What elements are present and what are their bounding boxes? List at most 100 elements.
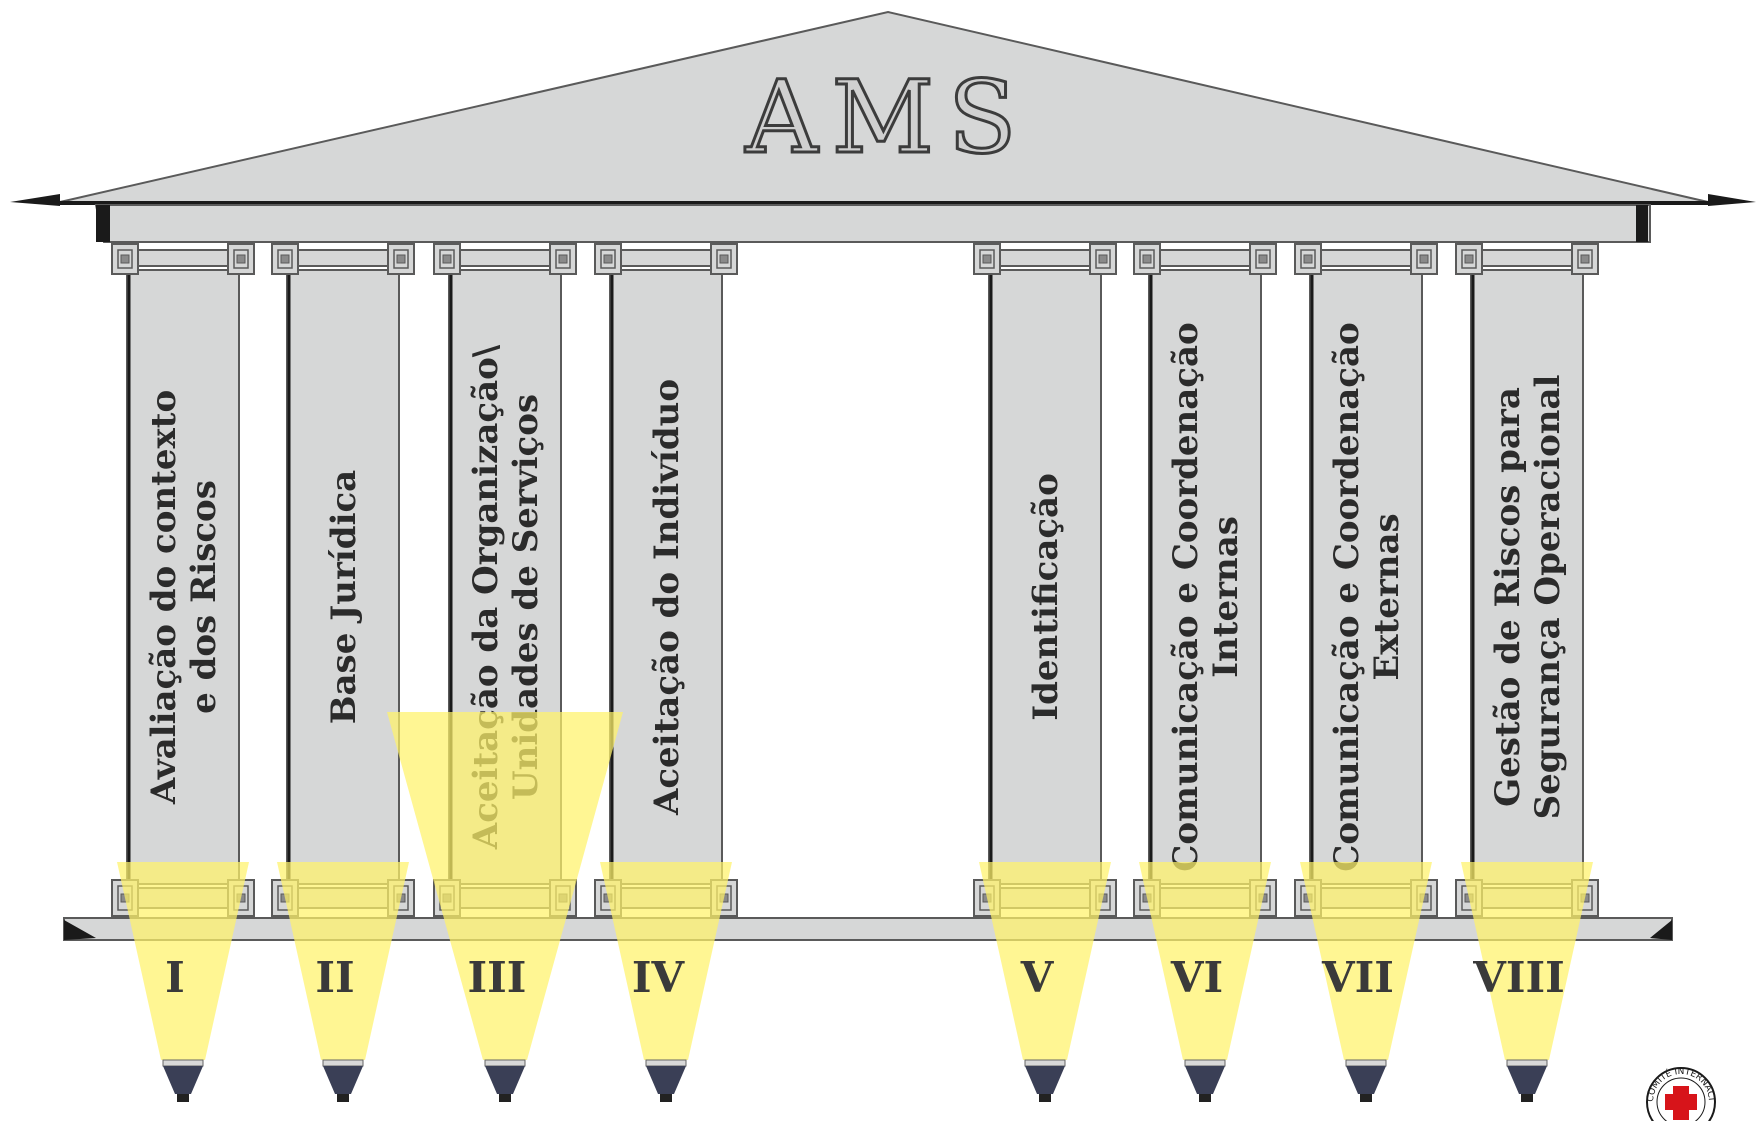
capital-band [1308, 249, 1424, 267]
capital-block-right-core [236, 254, 246, 264]
spotlight-body [323, 1066, 363, 1094]
spotlight-tip [660, 1094, 672, 1102]
pillar-label-2: Base Jurídica [324, 470, 364, 724]
pillar-1: Avaliação do contextoe dos Riscos [111, 243, 255, 917]
spotlight-tip [1199, 1094, 1211, 1102]
architrave [94, 204, 1651, 243]
capital-block-right-inner [555, 249, 571, 269]
spotlight-tip [1360, 1094, 1372, 1102]
capital-block-right-inner [1255, 249, 1271, 269]
spotlight-icon [1024, 1059, 1066, 1102]
capital-block-left-core [1303, 254, 1313, 264]
pillar-6: Comunicação e CoordenaçãoInternas [1133, 243, 1277, 917]
capital-block-left-core [982, 254, 992, 264]
spotlight-lens [1024, 1059, 1066, 1067]
numeral-3: III [468, 953, 527, 1002]
logo-cross-horizontal [1665, 1094, 1697, 1110]
column-shaft [286, 269, 400, 885]
pillar-label-7: Comunicação e CoordenaçãoExternas [1327, 322, 1407, 871]
pillar-label-1: Avaliação do contextoe dos Riscos [144, 390, 224, 805]
light-beam-8 [1461, 862, 1593, 1060]
spotlight-icon [484, 1059, 526, 1102]
base-shadow-right [1650, 920, 1672, 940]
pillar-label-line: Identificação [1026, 473, 1066, 721]
roof: AMS [10, 10, 1756, 206]
pillar-8: Gestão de Riscos paraSegurança Operacion… [1455, 243, 1599, 917]
capital-block-left-inner [600, 249, 616, 269]
pillar-label-line: e dos Riscos [184, 480, 224, 714]
light-beams-group [117, 712, 1593, 1060]
capital-block-left-core [1464, 254, 1474, 264]
capital-block-right-core [396, 254, 406, 264]
light-beam-5 [979, 862, 1111, 1060]
spotlight-body [1185, 1066, 1225, 1094]
spotlight-tip [1521, 1094, 1533, 1102]
spotlight-lens [1345, 1059, 1387, 1067]
spotlight-lens [484, 1059, 526, 1067]
capital-block-left-core [280, 254, 290, 264]
spotlight-icon [1506, 1059, 1548, 1102]
numeral-1: I [165, 953, 185, 1002]
roof-edge-right [1708, 194, 1756, 206]
capital-block-left [1294, 243, 1322, 275]
light-beam-3 [387, 712, 623, 1060]
column-shaft [1470, 269, 1584, 885]
spotlight-tip [1039, 1094, 1051, 1102]
spotlight-body [1025, 1066, 1065, 1094]
spotlight-icon [645, 1059, 687, 1102]
column-shaft [1309, 269, 1423, 885]
pillar-label-line: Aceitação do Indivíduo [647, 379, 687, 816]
pillar-label-line: Avaliação do contexto [144, 390, 184, 805]
capital-block-left-core [1142, 254, 1152, 264]
spotlight-lens [1506, 1059, 1548, 1067]
capital-block-left-inner [277, 249, 293, 269]
column-shaft [1148, 269, 1262, 885]
base-shadow-left [64, 920, 96, 940]
capital-block-left-core [120, 254, 130, 264]
architrave-shadow-left [96, 205, 110, 242]
pillar-7: Comunicação e CoordenaçãoExternas [1294, 243, 1438, 917]
spotlight-icon [1345, 1059, 1387, 1102]
capital-block-left-inner [979, 249, 995, 269]
capital-block-left-core [442, 254, 452, 264]
columns-group: Avaliação do contextoe dos Riscos Base Ju… [111, 243, 1599, 917]
capital-block-right-inner [1095, 249, 1111, 269]
capital-block-right-inner [233, 249, 249, 269]
pillar-label-line: Segurança Operacional [1528, 374, 1568, 819]
light-beam-7 [1300, 862, 1432, 1060]
spotlight-body [1346, 1066, 1386, 1094]
architrave-shadow-right [1636, 205, 1648, 242]
capital-block-left-inner [1300, 249, 1316, 269]
capital-block-right-core [1419, 254, 1429, 264]
capital-block-right-core [1098, 254, 1108, 264]
spotlight-icon [322, 1059, 364, 1102]
numeral-5: V [1020, 953, 1055, 1002]
pillar-4: Aceitação do Indivíduo [594, 243, 738, 917]
pillar-label-line: Internas [1206, 516, 1246, 678]
capital-block-right-inner [716, 249, 732, 269]
numeral-6: VI [1170, 953, 1223, 1002]
light-beam-1 [117, 862, 249, 1060]
pillar-label-line: Gestão de Riscos para [1488, 387, 1528, 807]
capital-block-right-core [1258, 254, 1268, 264]
spotlight-lens [1184, 1059, 1226, 1067]
pillar-label-line: Externas [1367, 513, 1407, 680]
light-beam-4 [600, 862, 732, 1060]
spotlight-lens [162, 1059, 204, 1067]
pillar-label-line: Comunicação e Coordenação [1166, 322, 1206, 871]
capital-band [447, 249, 563, 267]
spotlight-tip [499, 1094, 511, 1102]
pillar-label-line: Base Jurídica [324, 470, 364, 724]
capital-block-right-core [558, 254, 568, 264]
spotlight-lens [322, 1059, 364, 1067]
spotlight-tip [337, 1094, 349, 1102]
roof-edge-left [10, 194, 60, 206]
pillar-5: Identificação [973, 243, 1117, 917]
capital-block-right-inner [393, 249, 409, 269]
capital-block-left-inner [1461, 249, 1477, 269]
spotlight-icon [162, 1059, 204, 1102]
numeral-7: VII [1321, 953, 1394, 1002]
capital-band [285, 249, 401, 267]
capital-block-left-inner [439, 249, 455, 269]
